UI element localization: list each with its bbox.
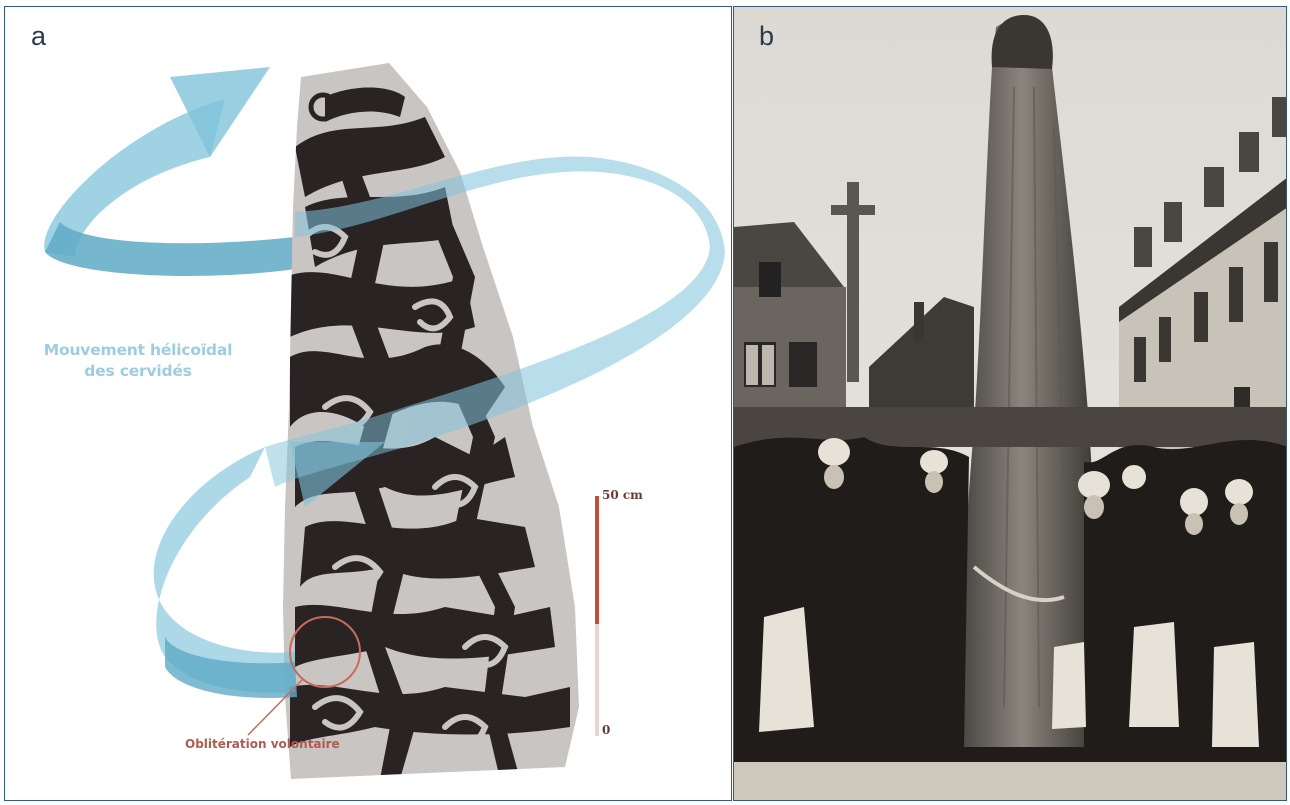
- scale-bar: [595, 496, 599, 736]
- stone-drawing: [5, 7, 732, 801]
- panel-b-label: b: [759, 21, 774, 52]
- scale-top-label: 50 cm: [602, 488, 643, 502]
- obliteration-caption: Oblitération volontaire: [185, 737, 340, 751]
- panel-a-label: a: [31, 21, 46, 52]
- panel-b: b: [733, 6, 1287, 801]
- helical-motion-caption: Mouvement hélicoïdal des cervidés: [33, 340, 243, 382]
- panel-a: a: [4, 6, 732, 801]
- scale-bottom-label: 0: [602, 723, 610, 737]
- menhir-photograph: [734, 7, 1287, 801]
